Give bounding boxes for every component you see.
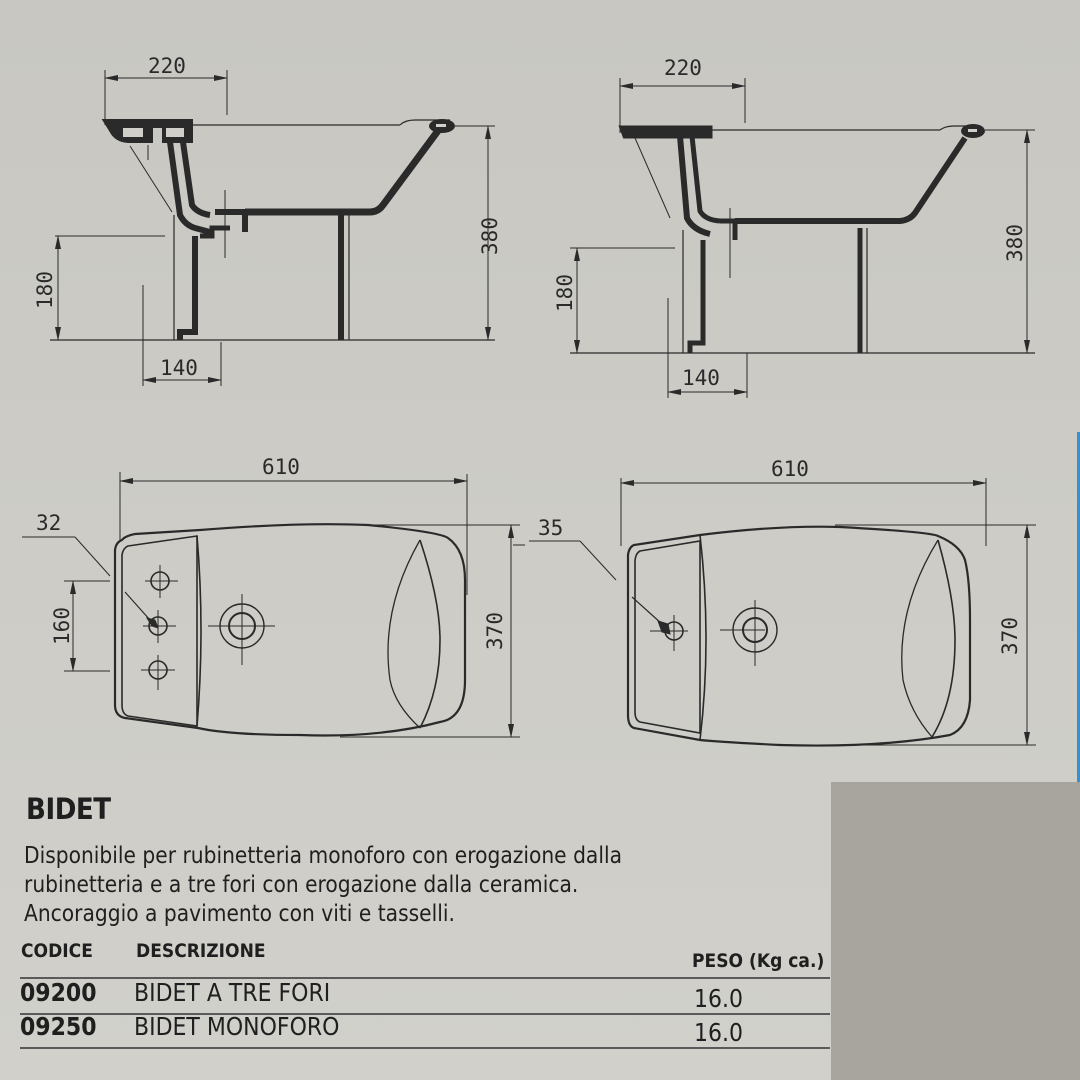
- dim-370-right: 370: [998, 617, 1022, 655]
- technical-drawings: 220 140 180 380 220 140 180 380: [22, 54, 1036, 747]
- header-code: CODICE: [21, 940, 93, 962]
- side-view-right: [570, 78, 1035, 398]
- product-title: BIDET: [26, 792, 111, 826]
- dim-160: 160: [50, 607, 74, 645]
- header-description: DESCRIZIONE: [136, 940, 266, 962]
- row-weight: 16.0: [694, 984, 743, 1013]
- product-description: Disponibile per rubinetteria monoforo co…: [24, 842, 622, 929]
- row-description: BIDET A TRE FORI: [134, 978, 331, 1007]
- dim-32: 32: [36, 511, 61, 535]
- dim-140-left: 140: [160, 356, 198, 380]
- row-description: BIDET MONOFORO: [134, 1012, 340, 1041]
- row-weight: 16.0: [694, 1018, 743, 1047]
- description-line: Disponibile per rubinetteria monoforo co…: [24, 843, 622, 869]
- dim-610-left: 610: [262, 455, 300, 479]
- row-code: 09250: [20, 1012, 97, 1041]
- header-weight: PESO (Kg ca.): [692, 950, 825, 972]
- table-divider: [20, 1013, 830, 1015]
- dim-610-right: 610: [771, 457, 809, 481]
- description-line: rubinetteria e a tre fori con erogazione…: [24, 872, 579, 898]
- dim-380-right: 380: [1003, 224, 1027, 262]
- side-view-left: [50, 70, 495, 386]
- row-code: 09200: [20, 978, 97, 1007]
- dim-370-left: 370: [483, 612, 507, 650]
- description-line: Ancoraggio a pavimento con viti e tassel…: [24, 901, 455, 927]
- dim-380-left: 380: [478, 217, 502, 255]
- dim-220-right: 220: [664, 56, 702, 80]
- table-divider: [20, 1047, 830, 1049]
- table-divider: [20, 977, 830, 979]
- top-view-right: [529, 478, 1036, 747]
- edge-strip: [1077, 432, 1080, 782]
- dim-140-right: 140: [682, 366, 720, 390]
- background-shadow: [831, 782, 1080, 1080]
- dim-220-left: 220: [148, 54, 186, 78]
- dim-180-left: 180: [33, 271, 57, 309]
- top-view-left: [22, 472, 525, 738]
- dim-35: 35: [538, 516, 563, 540]
- dim-180-right: 180: [553, 274, 577, 312]
